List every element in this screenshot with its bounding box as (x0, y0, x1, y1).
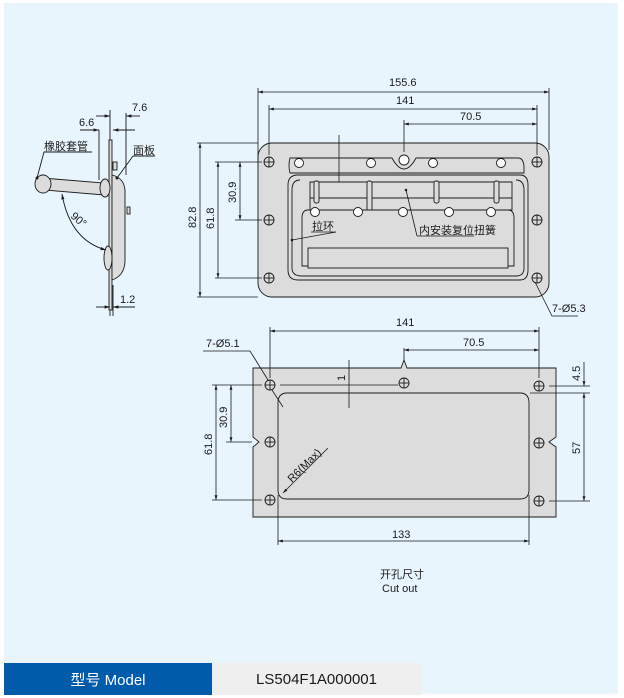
dim-30-9: 30.9 (227, 182, 239, 203)
dim-61-8: 61.8 (205, 208, 217, 229)
cutout-dim-133: 133 (392, 529, 410, 541)
cutout-hole-icon (398, 377, 410, 389)
cutout-dim-57: 57 (571, 442, 583, 454)
front-mount-holes (263, 156, 543, 284)
label-panel: 面板 (133, 143, 155, 157)
cutout-view (252, 358, 557, 518)
side-body (111, 174, 126, 281)
label-holes-5-3: 7-Ø5.3 (552, 303, 586, 315)
dim-7-6: 7.6 (132, 102, 147, 114)
model-bar: 型号 Model LS504F1A000001 (4, 663, 421, 695)
cutout-hole-icon (533, 437, 545, 449)
side-handle-arm (41, 177, 105, 196)
dim-82-8: 82.8 (187, 207, 199, 228)
label-holes-5-1: 7-Ø5.1 (206, 338, 240, 350)
front-view (257, 142, 550, 298)
angle-90: 90° (68, 210, 88, 230)
cutout-dim-4-5: 4.5 (571, 366, 583, 381)
caption-cn: 开孔尺寸 (380, 567, 424, 581)
label-spring: 内安装复位扭簧 (419, 223, 496, 237)
label-rubber-sleeve: 橡胶套管 (44, 139, 88, 153)
dim-70-5: 70.5 (460, 111, 481, 123)
mount-hole-icon (263, 214, 275, 226)
cutout-hole-icon (533, 495, 545, 507)
label-pull-ring: 拉环 (312, 219, 334, 233)
model-label: 型号 Model (4, 663, 212, 695)
drawing-panel (4, 3, 618, 694)
mount-hole-icon (531, 272, 543, 284)
front-view-labels: 155.6 141 70.5 82.8 61.8 30.9 拉环 内安装复位扭簧… (187, 77, 586, 315)
side-view (34, 110, 155, 316)
cutout-dim-70-5: 70.5 (463, 337, 484, 349)
cutout-hole-icon (264, 494, 276, 506)
model-value: LS504F1A000001 (212, 663, 421, 695)
dim-155-6: 155.6 (389, 77, 417, 89)
cutout-dimensions (203, 327, 590, 545)
cutout-dim-61-8: 61.8 (203, 434, 215, 455)
front-dimensions (197, 88, 578, 317)
cutout-hole-icon (533, 380, 545, 392)
mount-hole-icon (531, 156, 543, 168)
pull-ring-bar (309, 181, 513, 211)
cutout-holes (264, 377, 545, 507)
top-strip (288, 157, 525, 174)
dim-1-2: 1.2 (120, 294, 135, 306)
cutout-hole-icon (264, 436, 276, 448)
rubber-sleeve-end (34, 174, 52, 194)
mount-hole-icon (263, 272, 275, 284)
dim-6-6: 6.6 (79, 117, 94, 129)
grip-plate (307, 247, 509, 269)
cutout-dim-30-9: 30.9 (218, 407, 230, 428)
dim-141: 141 (396, 95, 414, 107)
cutout-opening (277, 392, 530, 500)
cutout-dim-1: 1 (336, 375, 348, 381)
mount-hole-icon (263, 156, 275, 168)
side-view-labels: 7.6 6.6 1.2 90° 橡胶套管 面板 (44, 102, 155, 306)
caption-en: Cut out (382, 583, 417, 595)
cutout-dim-141: 141 (396, 317, 414, 329)
mount-hole-icon (531, 214, 543, 226)
cutout-hole-icon (264, 379, 276, 391)
